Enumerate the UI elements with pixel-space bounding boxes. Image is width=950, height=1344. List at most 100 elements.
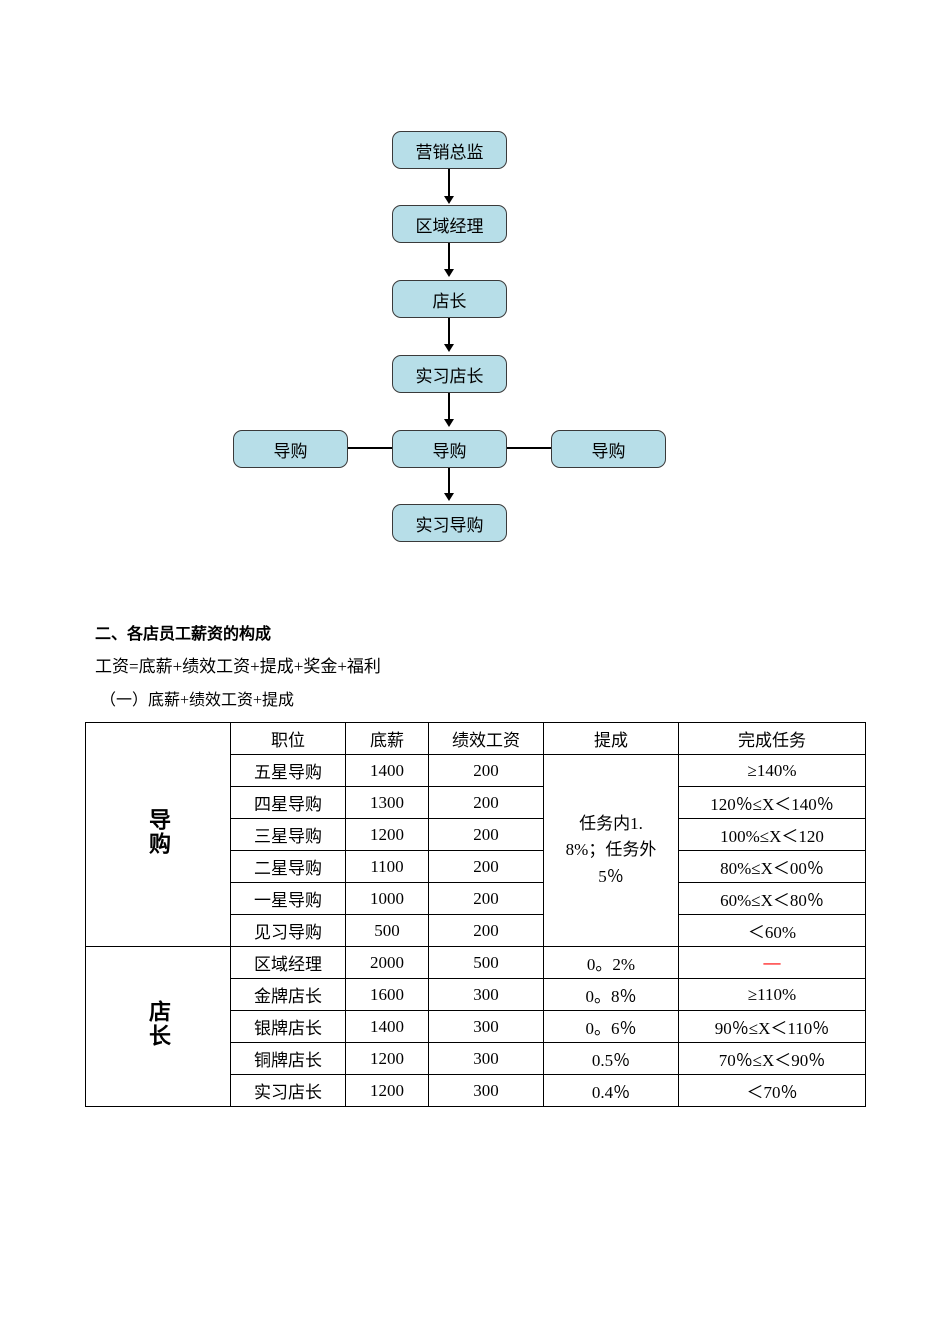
- table-row: 金牌店长 1600 300 0。8％ ≥110%: [86, 978, 866, 1011]
- cell-commission: 0。6％: [543, 1010, 679, 1043]
- org-node-label: 区域经理: [415, 216, 484, 236]
- arrow-down: [444, 344, 454, 352]
- org-node-label: 店长: [432, 291, 467, 311]
- cell-performance: 200: [428, 818, 544, 851]
- cell-performance: 300: [428, 1074, 544, 1107]
- group-label-text: 店长: [146, 1000, 171, 1048]
- table-row: 银牌店长 1400 300 0。6％ 90％≤X＜110％: [86, 1010, 866, 1043]
- org-node-guide-left: 导购: [233, 430, 348, 468]
- cell-position: 金牌店长: [230, 978, 346, 1011]
- cell-task: 80%≤X＜00％: [678, 850, 866, 883]
- table-row: 见习导购 500 200 ＜60%: [86, 914, 866, 947]
- cell-base: 1000: [345, 882, 429, 915]
- cell-base: 2000: [345, 946, 429, 979]
- table-row: 三星导购 1200 200 100%≤X＜120: [86, 818, 866, 851]
- col-header-position: 职位: [230, 722, 346, 755]
- org-node-regional-manager: 区域经理: [392, 205, 507, 243]
- arrow-down: [444, 269, 454, 277]
- arrow-down: [444, 196, 454, 204]
- cell-position: 二星导购: [230, 850, 346, 883]
- cell-performance: 200: [428, 882, 544, 915]
- arrow-down: [444, 493, 454, 501]
- connector-line: [448, 468, 450, 494]
- cell-base: 500: [345, 914, 429, 947]
- arrow-down: [444, 419, 454, 427]
- cell-task: ≥110%: [678, 978, 866, 1011]
- table-row: 一星导购 1000 200 60%≤X＜80％: [86, 882, 866, 915]
- table-row: 四星导购 1300 200 120％≤X＜140％: [86, 786, 866, 819]
- cell-task-dash: —: [678, 946, 866, 979]
- org-node-label: 导购: [432, 441, 467, 461]
- section-heading: 二、各店员工薪资的构成: [95, 626, 272, 643]
- col-header-performance: 绩效工资: [428, 722, 544, 755]
- org-node-label: 实习店长: [415, 366, 484, 386]
- table-row: 实习店长 1200 300 0.4％ ＜70％: [86, 1074, 866, 1107]
- cell-commission: 0。2%: [543, 946, 679, 979]
- cell-commission: 0。8％: [543, 978, 679, 1011]
- red-dash-mark: —: [763, 952, 781, 972]
- table-header-row: 导购 职位 底薪 绩效工资 提成 完成任务: [85, 722, 866, 947]
- cell-task: 120％≤X＜140％: [678, 786, 866, 819]
- connector-line: [448, 393, 450, 420]
- org-node-label: 导购: [273, 441, 308, 461]
- cell-performance: 500: [428, 946, 544, 979]
- cell-base: 1200: [345, 1042, 429, 1075]
- group-label-text: 导购: [146, 808, 171, 856]
- group-label-store-manager: 店长: [85, 946, 231, 1107]
- cell-base: 1300: [345, 786, 429, 819]
- cell-task: ≥140%: [678, 754, 866, 787]
- cell-position: 三星导购: [230, 818, 346, 851]
- org-node-intern-store-manager: 实习店长: [392, 355, 507, 393]
- connector-line: [448, 243, 450, 270]
- cell-position: 区域经理: [230, 946, 346, 979]
- cell-performance: 200: [428, 754, 544, 787]
- org-node-store-manager: 店长: [392, 280, 507, 318]
- salary-table: 导购 职位 底薪 绩效工资 提成 完成任务 五星导购 1400 200 任务内1…: [85, 722, 866, 1107]
- cell-base: 1200: [345, 1074, 429, 1107]
- cell-base: 1400: [345, 754, 429, 787]
- cell-task: 60%≤X＜80％: [678, 882, 866, 915]
- cell-position: 一星导购: [230, 882, 346, 915]
- connector-line: [507, 447, 551, 449]
- cell-position: 银牌店长: [230, 1010, 346, 1043]
- cell-task: ＜60%: [678, 914, 866, 947]
- cell-performance: 200: [428, 850, 544, 883]
- commission-note-text: 任务内1.8%；任务外5％: [565, 813, 657, 886]
- cell-base: 1400: [345, 1010, 429, 1043]
- org-node-intern-guide: 实习导购: [392, 504, 507, 542]
- cell-position: 五星导购: [230, 754, 346, 787]
- cell-commission: 0.4％: [543, 1074, 679, 1107]
- org-node-guide-right: 导购: [551, 430, 666, 468]
- cell-performance: 200: [428, 914, 544, 947]
- cell-position: 四星导购: [230, 786, 346, 819]
- col-header-commission: 提成: [543, 722, 679, 755]
- cell-base: 1100: [345, 850, 429, 883]
- col-header-base: 底薪: [345, 722, 429, 755]
- org-node-label: 营销总监: [415, 142, 484, 162]
- col-header-task: 完成任务: [678, 722, 866, 755]
- org-node-label: 导购: [591, 441, 626, 461]
- table-row: 五星导购 1400 200 任务内1.8%；任务外5％ ≥140%: [86, 754, 866, 947]
- cell-task: 90％≤X＜110％: [678, 1010, 866, 1043]
- cell-performance: 300: [428, 1042, 544, 1075]
- cell-performance: 300: [428, 1010, 544, 1043]
- table-row: 二星导购 1100 200 80%≤X＜00％: [86, 850, 866, 883]
- cell-task: 100%≤X＜120: [678, 818, 866, 851]
- table-row: 店长 区域经理 2000 500 0。2% —: [85, 946, 866, 1107]
- cell-performance: 200: [428, 786, 544, 819]
- cell-base: 1200: [345, 818, 429, 851]
- connector-line: [448, 169, 450, 197]
- cell-position: 铜牌店长: [230, 1042, 346, 1075]
- cell-commission-merged: 任务内1.8%；任务外5％: [543, 754, 679, 947]
- cell-base: 1600: [345, 978, 429, 1011]
- salary-formula-text: 工资=底薪+绩效工资+提成+奖金+福利: [95, 657, 381, 676]
- org-node-marketing-director: 营销总监: [392, 131, 507, 169]
- connector-line: [348, 447, 392, 449]
- table-row: 铜牌店长 1200 300 0.5％ 70％≤X＜90％: [86, 1042, 866, 1075]
- group-label-guide: 导购: [85, 722, 231, 947]
- org-node-label: 实习导购: [415, 515, 484, 535]
- cell-commission: 0.5％: [543, 1042, 679, 1075]
- cell-position: 见习导购: [230, 914, 346, 947]
- cell-position: 实习店长: [230, 1074, 346, 1107]
